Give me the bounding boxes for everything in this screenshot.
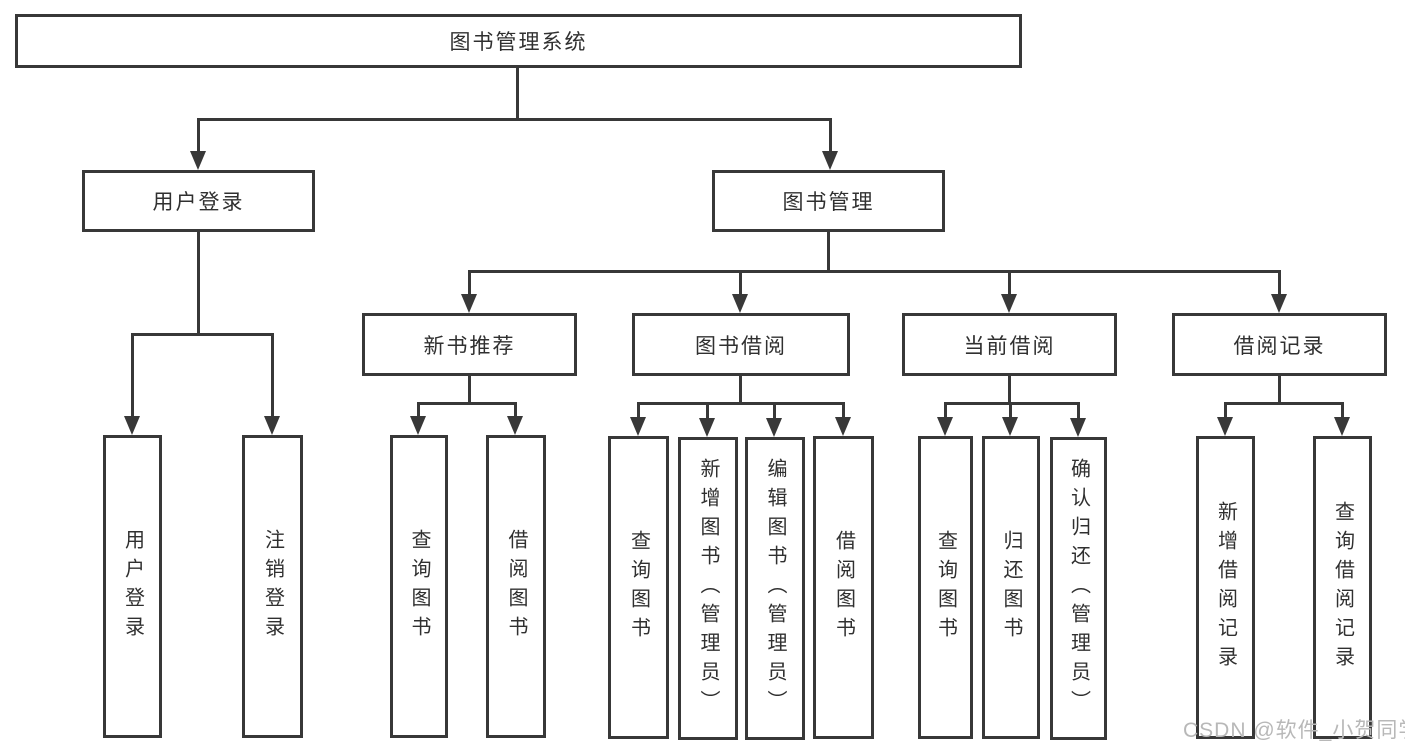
leaf-add-book-admin: 新增图书（管理员） [678, 437, 738, 740]
connector-drop-leaf-user-login [131, 333, 134, 421]
node-borrowing-records: 借阅记录 [1172, 313, 1387, 376]
node-book-management: 图书管理 [712, 170, 945, 232]
connector-drop [1224, 402, 1227, 422]
connector-user-login-bar [131, 333, 274, 336]
connector-drop [1341, 402, 1344, 422]
node-book-borrowing: 图书借阅 [632, 313, 850, 376]
connector-drop [842, 402, 845, 422]
leaf-logout-login: 注销登录 [242, 435, 303, 738]
leaf-query-books-borrowing: 查询图书 [608, 436, 669, 739]
node-library-management-system: 图书管理系统 [15, 14, 1022, 68]
connector-drop-book-management [829, 118, 832, 154]
leaf-borrow-books-borrowing: 借阅图书 [813, 436, 874, 739]
leaf-query-borrowing-record: 查询借阅记录 [1313, 436, 1372, 739]
leaf-query-books-current: 查询图书 [918, 436, 973, 739]
arrowhead-down-icon [461, 294, 477, 313]
arrowhead-down-icon [190, 151, 206, 170]
arrowhead-down-icon [937, 417, 953, 436]
arrowhead-down-icon [699, 418, 715, 437]
leaf-edit-book-admin: 编辑图书（管理员） [745, 437, 805, 740]
connector-drop-borrowing-records [1278, 270, 1281, 298]
connector-drop [944, 402, 947, 422]
connector-user-login-stem [197, 232, 200, 335]
leaf-add-borrowing-record: 新增借阅记录 [1196, 436, 1255, 739]
node-current-borrowing: 当前借阅 [902, 313, 1117, 376]
arrowhead-down-icon [766, 418, 782, 437]
connector-level3-bar [468, 270, 1281, 273]
leaf-query-books-recommend: 查询图书 [390, 435, 448, 738]
leaf-borrow-books-recommend: 借阅图书 [486, 435, 546, 738]
arrowhead-down-icon [1217, 417, 1233, 436]
connector-drop [514, 402, 517, 422]
connector-book-borrowing-bar [637, 402, 845, 405]
connector-drop-current-borrowing [1008, 270, 1011, 298]
connector-new-book-bar [417, 402, 517, 405]
connector-book-mgmt-stem [827, 232, 830, 272]
connector-borrowing-records-bar [1224, 402, 1344, 405]
connector-drop-user-login [197, 118, 200, 154]
connector-drop [637, 402, 640, 422]
connector-drop [706, 402, 709, 422]
csdn-watermark: CSDN @软件_小贺同学 [1183, 719, 1405, 742]
connector-current-borrowing-bar [944, 402, 1080, 405]
leaf-user-login: 用户登录 [103, 435, 162, 738]
connector-drop [773, 402, 776, 422]
connector-drop-new-book [468, 270, 471, 298]
arrowhead-down-icon [1271, 294, 1287, 313]
arrowhead-down-icon [264, 416, 280, 435]
connector-drop [1009, 402, 1012, 422]
arrowhead-down-icon [410, 416, 426, 435]
connector-new-book-stem [468, 376, 471, 404]
leaf-confirm-return-admin: 确认归还（管理员） [1050, 437, 1107, 740]
connector-drop-book-borrowing [739, 270, 742, 298]
arrowhead-down-icon [630, 417, 646, 436]
connector-level2-bar [197, 118, 832, 121]
arrowhead-down-icon [835, 417, 851, 436]
arrowhead-down-icon [124, 416, 140, 435]
arrowhead-down-icon [822, 151, 838, 170]
arrowhead-down-icon [1002, 417, 1018, 436]
arrowhead-down-icon [732, 294, 748, 313]
arrowhead-down-icon [1001, 294, 1017, 313]
node-user-login: 用户登录 [82, 170, 315, 232]
leaf-return-books: 归还图书 [982, 436, 1040, 739]
connector-current-borrowing-stem [1008, 376, 1011, 404]
node-new-book-recommendation: 新书推荐 [362, 313, 577, 376]
arrowhead-down-icon [1070, 418, 1086, 437]
arrowhead-down-icon [507, 416, 523, 435]
connector-drop-leaf-logout [271, 333, 274, 421]
connector-drop [1077, 402, 1080, 422]
arrowhead-down-icon [1334, 417, 1350, 436]
connector-root-stem [516, 68, 519, 121]
connector-book-borrowing-stem [739, 376, 742, 404]
connector-drop [417, 402, 420, 422]
connector-borrowing-records-stem [1278, 376, 1281, 404]
